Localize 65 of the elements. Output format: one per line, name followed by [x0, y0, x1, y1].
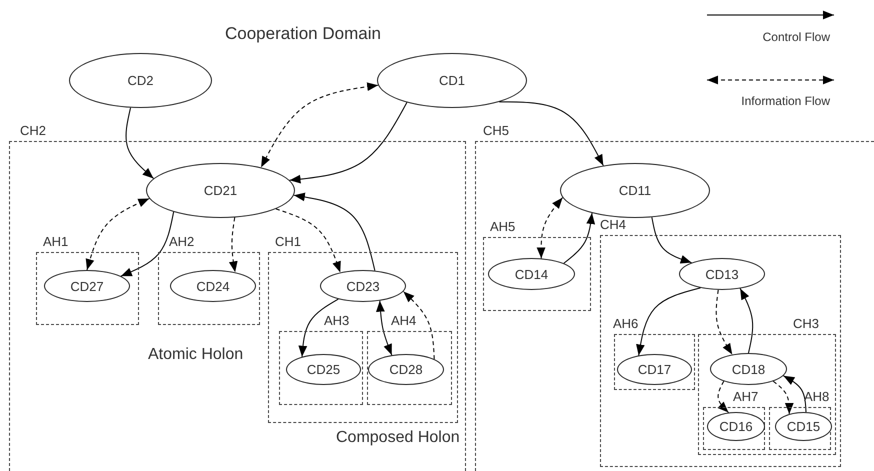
agent-ellipse: [775, 412, 832, 441]
holon-label: AH6: [613, 316, 638, 331]
agent-label: CD23: [346, 278, 380, 294]
holon-type-label: Composed Holon: [336, 429, 460, 447]
agent-ellipse: [617, 354, 692, 385]
flow-arrow: [126, 107, 154, 179]
flow-arrow: [293, 192, 376, 272]
agent-ellipse: [320, 270, 406, 302]
flow-arrow: [563, 212, 596, 264]
agent-ellipse: [679, 258, 765, 290]
agent-label: CD17: [638, 362, 672, 377]
flow-arrow: [740, 288, 754, 354]
holon-label: AH3: [324, 313, 350, 328]
flow-arrow: [636, 287, 701, 356]
holon-label: AH4: [391, 313, 416, 328]
holon-label: AH7: [733, 389, 758, 404]
flow-arrow: [402, 290, 435, 360]
agent-label: CD24: [196, 278, 230, 294]
agent-label: CD21: [204, 183, 238, 198]
agent-ellipse: [44, 270, 130, 302]
flow-arrow: [718, 380, 729, 413]
agent-ellipse: [170, 270, 256, 302]
holon-label: CH4: [600, 217, 626, 232]
agent-label: CD28: [389, 362, 423, 377]
flow-arrow: [289, 102, 408, 184]
holon-label: AH5: [490, 219, 516, 234]
flow-arrow: [120, 211, 174, 277]
agent-label: CD13: [705, 266, 739, 282]
flow-arrow: [260, 82, 379, 168]
holon-label: CH5: [483, 123, 510, 138]
legend-label: Control Flow: [762, 30, 830, 44]
flow-arrow: [716, 289, 733, 355]
flow-arrow: [298, 298, 339, 358]
agent-label: CD14: [514, 266, 548, 282]
agent-ellipse: [146, 163, 295, 218]
holon-label: AH2: [169, 234, 194, 249]
legend-label: Information Flow: [741, 94, 830, 108]
agent-label: CD18: [732, 362, 766, 376]
holon-label: CH2: [20, 123, 46, 138]
flow-arrow: [651, 216, 692, 264]
flow-arrow: [275, 208, 341, 273]
agent-label: CD2: [127, 73, 154, 88]
agent-ellipse: [707, 412, 765, 441]
agent-label: CD1: [438, 73, 465, 88]
flow-arrow: [86, 198, 150, 270]
holon-type-label: Atomic Holon: [148, 346, 244, 364]
agent-label: CD15: [786, 419, 820, 434]
agent-ellipse: [710, 353, 787, 385]
agent-label: CD16: [719, 419, 753, 434]
holon-label: CH1: [275, 234, 302, 249]
flow-arrow: [376, 300, 392, 356]
flow-arrow: [772, 380, 794, 414]
diagram-title: Cooperation Domain: [225, 24, 381, 44]
flow-arrow: [536, 197, 564, 259]
agent-label: CD11: [618, 183, 652, 198]
agent-label: CD25: [306, 362, 340, 377]
flow-arrow: [498, 101, 604, 166]
holon-label: CH3: [793, 316, 820, 331]
agent-ellipse: [368, 354, 444, 385]
holon-label: AH8: [804, 389, 830, 404]
flow-arrow: [782, 375, 806, 413]
agent-ellipse: [286, 354, 361, 385]
holon-label: AH1: [43, 234, 68, 249]
agent-label: CD27: [70, 278, 104, 294]
flow-arrow: [228, 217, 238, 273]
